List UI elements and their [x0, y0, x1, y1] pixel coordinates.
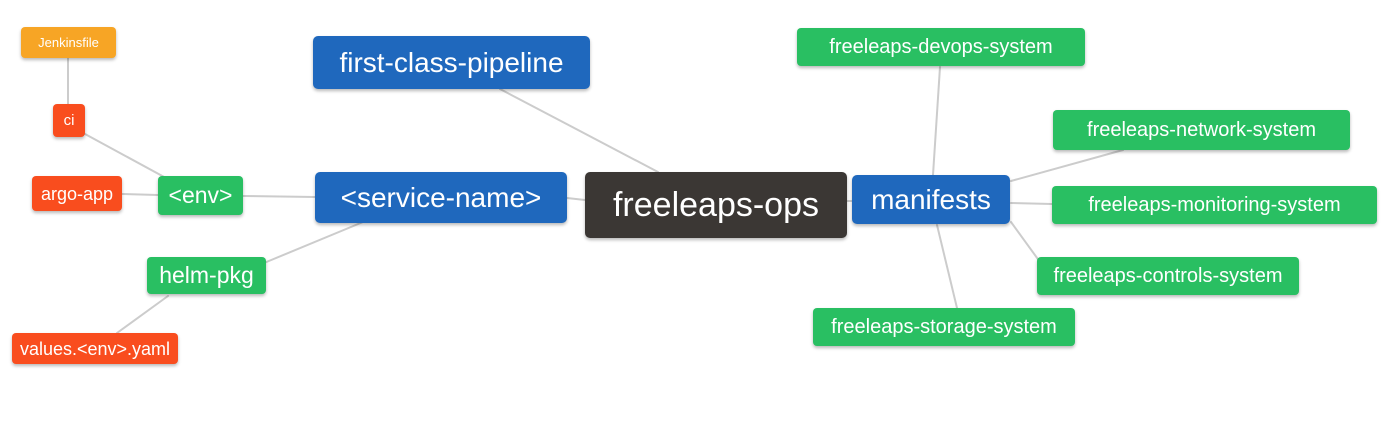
edge-manifests-storage-system	[936, 224, 958, 309]
node-jenkinsfile[interactable]: Jenkinsfile	[21, 27, 116, 58]
node-freeleaps-network-system[interactable]: freeleaps-network-system	[1053, 110, 1350, 150]
edge-manifests-controls-system	[1010, 221, 1041, 263]
node-freeleaps-controls-system[interactable]: freeleaps-controls-system	[1037, 257, 1299, 295]
node-ci[interactable]: ci	[53, 104, 85, 137]
edge-env-service-name	[242, 195, 316, 198]
node-argo-app[interactable]: argo-app	[32, 176, 122, 211]
edge-manifests-network-system	[1010, 149, 1124, 182]
edge-values-env-yaml-helm-pkg	[116, 295, 169, 334]
node-values-env-yaml[interactable]: values.<env>.yaml	[12, 333, 178, 364]
edge-helm-pkg-service-name	[263, 221, 364, 264]
node-freeleaps-storage-system[interactable]: freeleaps-storage-system	[813, 308, 1075, 346]
edge-argo-app-env	[121, 193, 159, 196]
node-env[interactable]: <env>	[158, 176, 243, 215]
node-service-name[interactable]: <service-name>	[315, 172, 567, 223]
edge-manifests-monitoring-system	[1010, 202, 1053, 205]
node-manifests[interactable]: manifests	[852, 175, 1010, 224]
edge-service-name-ops	[566, 197, 586, 201]
node-first-class-pipeline[interactable]: first-class-pipeline	[313, 36, 590, 89]
node-freeleaps-monitoring-system[interactable]: freeleaps-monitoring-system	[1052, 186, 1377, 224]
edge-manifests-devops-system	[932, 66, 941, 176]
node-freeleaps-devops-system[interactable]: freeleaps-devops-system	[797, 28, 1085, 66]
node-helm-pkg[interactable]: helm-pkg	[147, 257, 266, 294]
edge-ci-env	[84, 133, 167, 179]
node-freeleaps-ops[interactable]: freeleaps-ops	[585, 172, 847, 238]
edge-first-class-pipeline-ops	[499, 88, 659, 173]
